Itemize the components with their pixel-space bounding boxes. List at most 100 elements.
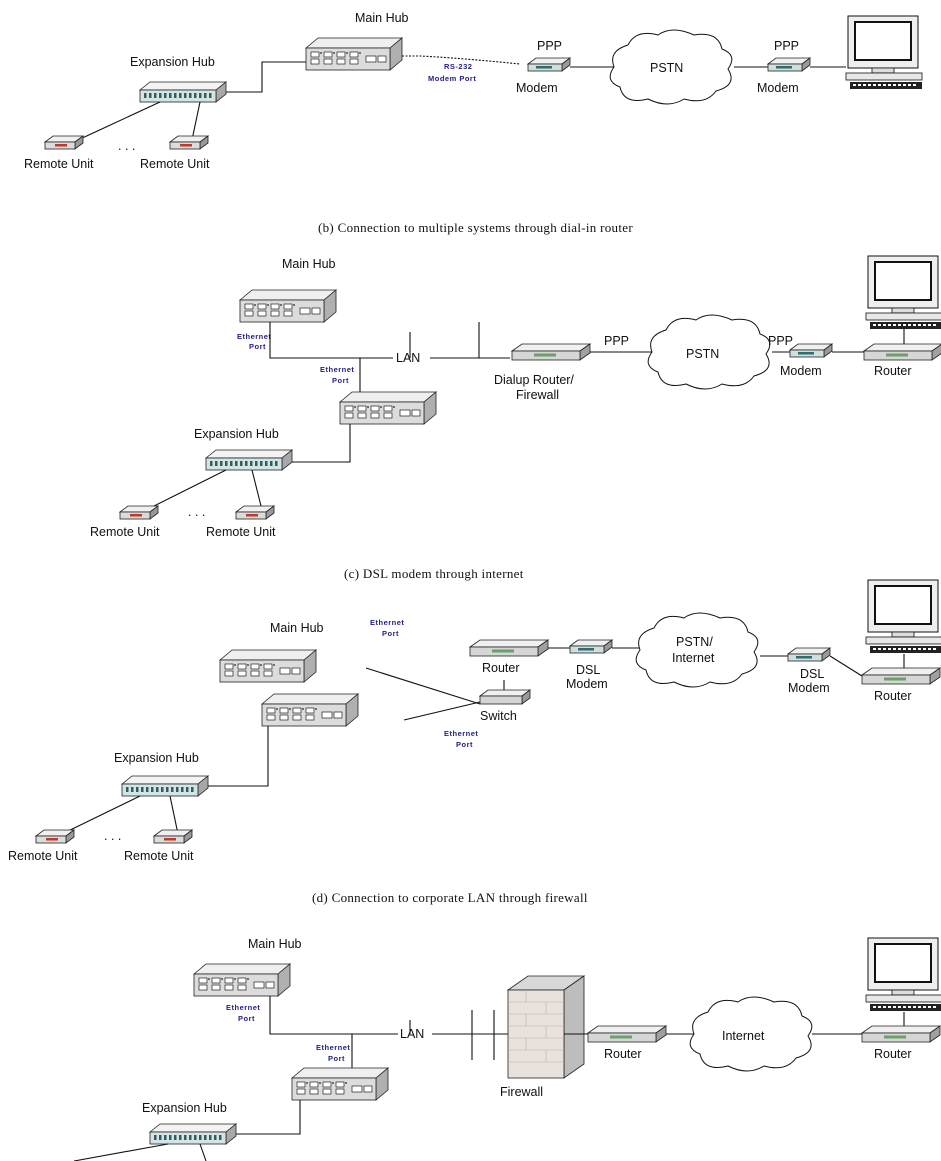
modem-icon — [767, 57, 811, 72]
ethernet-port-label: Port — [238, 1014, 255, 1023]
modem-label: Modem — [516, 81, 558, 95]
ppp-label: PPP — [768, 334, 793, 348]
ethernet-port-label: Ethernet — [226, 1003, 260, 1012]
computer-icon — [845, 15, 923, 90]
caption-c: (c) DSL modem through internet — [344, 566, 524, 581]
firewall-icon — [506, 975, 586, 1079]
router-icon — [861, 1025, 941, 1043]
remote-unit-icon — [119, 505, 159, 520]
modem-icon — [569, 639, 613, 654]
modem-icon — [527, 57, 571, 72]
firewall-label: Firewall — [516, 388, 559, 402]
caption-b: (b) Connection to multiple systems throu… — [318, 220, 633, 235]
cloud-icon — [635, 612, 759, 688]
modem-icon — [789, 343, 833, 358]
diagram-a: Main Hub Expansion Hub . . . Remote Unit… — [24, 11, 923, 171]
computer-icon — [865, 255, 941, 330]
remote-unit-label: Remote Unit — [140, 157, 210, 171]
expansion-hub-label: Expansion Hub — [142, 1101, 227, 1115]
firewall-label: Firewall — [500, 1085, 543, 1099]
rs232-label: RS-232 — [444, 62, 472, 71]
router-label: Router — [874, 1047, 912, 1061]
computer-icon — [865, 937, 941, 1012]
ethernet-port-label: Port — [249, 342, 266, 351]
pstn-label: PSTN — [650, 61, 683, 75]
modem-icon — [787, 647, 831, 662]
remote-unit-icon — [169, 135, 209, 150]
remote-unit-icon — [35, 829, 75, 844]
ethernet-port-label: Ethernet — [444, 729, 478, 738]
ethernet-port-label: Ethernet — [237, 332, 271, 341]
ethernet-port-label: Port — [456, 740, 473, 749]
router-label: Router — [482, 661, 520, 675]
main-hub-icon — [239, 289, 337, 323]
ethernet-port-label: Ethernet — [320, 365, 354, 374]
dsl-modem-label: Modem — [788, 681, 830, 695]
main-hub-icon — [261, 693, 359, 727]
dsl-modem-label: DSL — [576, 663, 600, 677]
lan-label: LAN — [400, 1027, 424, 1041]
expansion-hub-icon — [205, 449, 293, 471]
computer-icon — [865, 579, 941, 654]
remote-unit-icon — [44, 135, 84, 150]
ethernet-port-label: Ethernet — [370, 618, 404, 627]
remote-unit-label: Remote Unit — [206, 525, 276, 539]
dialup-router-label: Dialup Router/ — [494, 373, 574, 387]
dsl-modem-label: DSL — [800, 667, 824, 681]
expansion-hub-label: Expansion Hub — [114, 751, 199, 765]
expansion-hub-icon — [139, 81, 227, 103]
ethernet-port-label: Ethernet — [316, 1043, 350, 1052]
ethernet-port-label: Port — [382, 629, 399, 638]
main-hub-icon — [291, 1067, 389, 1101]
modem-port-label: Modem Port — [428, 74, 476, 83]
modem-label: Modem — [780, 364, 822, 378]
expansion-hub-label: Expansion Hub — [130, 55, 215, 69]
ppp-label: PPP — [774, 39, 799, 53]
remote-unit-label: Remote Unit — [90, 525, 160, 539]
diagram-b: (b) Connection to multiple systems throu… — [90, 220, 941, 539]
router-icon — [469, 639, 549, 657]
pstn-internet-label: Internet — [672, 651, 715, 665]
main-hub-label: Main Hub — [248, 937, 302, 951]
router-label: Router — [874, 364, 912, 378]
ellipsis: . . . — [118, 139, 135, 153]
ppp-label: PPP — [604, 334, 629, 348]
main-hub-label: Main Hub — [355, 11, 409, 25]
ellipsis: . . . — [104, 829, 121, 843]
router-icon — [511, 343, 591, 361]
main-hub-icon — [305, 37, 403, 71]
main-hub-label: Main Hub — [282, 257, 336, 271]
switch-label: Switch — [480, 709, 517, 723]
caption-d: (d) Connection to corporate LAN through … — [312, 890, 588, 905]
internet-label: Internet — [722, 1029, 765, 1043]
router-label: Router — [874, 689, 912, 703]
modem-label: Modem — [757, 81, 799, 95]
remote-unit-label: Remote Unit — [8, 849, 78, 863]
ppp-label: PPP — [537, 39, 562, 53]
pstn-label: PSTN — [686, 347, 719, 361]
dsl-modem-label: Modem — [566, 677, 608, 691]
remote-unit-label: Remote Unit — [24, 157, 94, 171]
cloud-icon — [689, 996, 813, 1072]
main-hub-icon — [193, 963, 291, 997]
main-hub-icon — [339, 391, 437, 425]
diagram-d: (d) Connection to corporate LAN through … — [73, 890, 941, 1161]
ellipsis: . . . — [188, 505, 205, 519]
expansion-hub-label: Expansion Hub — [194, 427, 279, 441]
diagram-c: (c) DSL modem through internet Main Hub … — [8, 566, 941, 863]
router-icon — [587, 1025, 667, 1043]
main-hub-label: Main Hub — [270, 621, 324, 635]
remote-unit-label: Remote Unit — [124, 849, 194, 863]
remote-unit-icon — [153, 829, 193, 844]
ethernet-port-label: Port — [332, 376, 349, 385]
remote-unit-icon — [235, 505, 275, 520]
expansion-hub-icon — [121, 775, 209, 797]
cloud-icon — [609, 29, 733, 105]
pstn-internet-label: PSTN/ — [676, 635, 713, 649]
switch-icon — [479, 689, 531, 705]
cloud-icon — [647, 314, 771, 390]
router-icon — [861, 667, 941, 685]
router-label: Router — [604, 1047, 642, 1061]
main-hub-icon — [219, 649, 317, 683]
